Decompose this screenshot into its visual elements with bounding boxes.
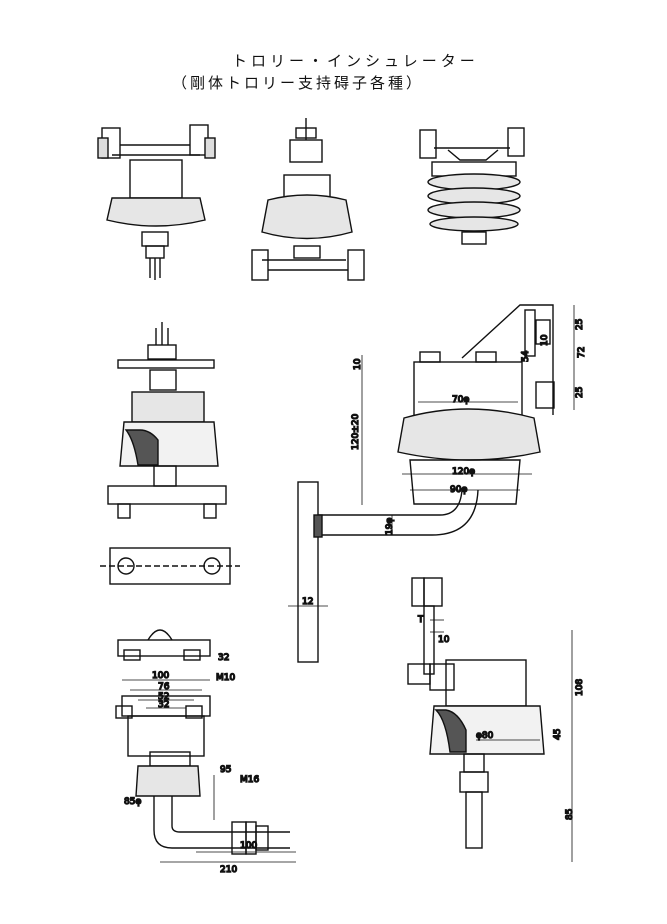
dim-54: 54 [521, 350, 531, 362]
dim-45: 45 [553, 729, 563, 740]
dim-100: 100 [152, 671, 169, 681]
dim-108: 108 [575, 679, 585, 696]
dim-52: 52 [158, 692, 169, 702]
dim-10: 10 [353, 358, 363, 370]
dim-85-br: 85 [565, 809, 575, 820]
insulator-drawing-1 [97, 124, 216, 280]
dim-120-dia: 120φ [452, 467, 475, 477]
dim-10-br: 10 [438, 635, 450, 645]
dim-85-dia: 85φ [124, 797, 141, 807]
insulator-drawing-5: 10 25 10 54 72 25 120±20 70φ 120φ 90φ 19… [288, 304, 588, 663]
page-subtitle: （剛体トロリー支持碍子各種） [172, 74, 425, 92]
insulator-drawing-6: 32 100 76 52 32 M10 95 M16 85φ 100 210 [115, 629, 296, 876]
dim-m10: M10 [216, 673, 235, 683]
insulator-drawing-2 [251, 118, 365, 281]
dim-25-bottom: 25 [575, 387, 585, 398]
dim-80-dia: φ80 [476, 731, 494, 741]
dim-90-dia: 90φ [450, 485, 467, 495]
dim-32-b: 32 [158, 700, 169, 710]
dim-100-b: 100 [240, 841, 257, 851]
insulator-drawing-3 [419, 127, 525, 245]
dim-25-top: 25 [575, 319, 585, 330]
dim-m16: M16 [240, 775, 259, 785]
dim-19-dia: 19φ [385, 518, 395, 535]
dim-76: 76 [158, 682, 170, 692]
dim-T: T [417, 615, 424, 625]
dim-70-dia: 70φ [452, 395, 469, 405]
dim-95: 95 [220, 765, 231, 775]
dim-32-top: 32 [218, 653, 229, 663]
page-title: トロリー・インシュレーター [232, 52, 479, 70]
dim-210: 210 [220, 865, 237, 875]
insulator-drawing-7: T 10 108 45 φ80 85 [407, 577, 586, 862]
dim-10-b: 10 [540, 334, 550, 346]
dim-12: 12 [302, 597, 313, 607]
insulator-drawing-4 [100, 322, 240, 585]
title-block: トロリー・インシュレーター （剛体トロリー支持碍子各種） [0, 0, 667, 100]
dim-72: 72 [577, 347, 587, 358]
dim-120-20: 120±20 [351, 414, 361, 450]
